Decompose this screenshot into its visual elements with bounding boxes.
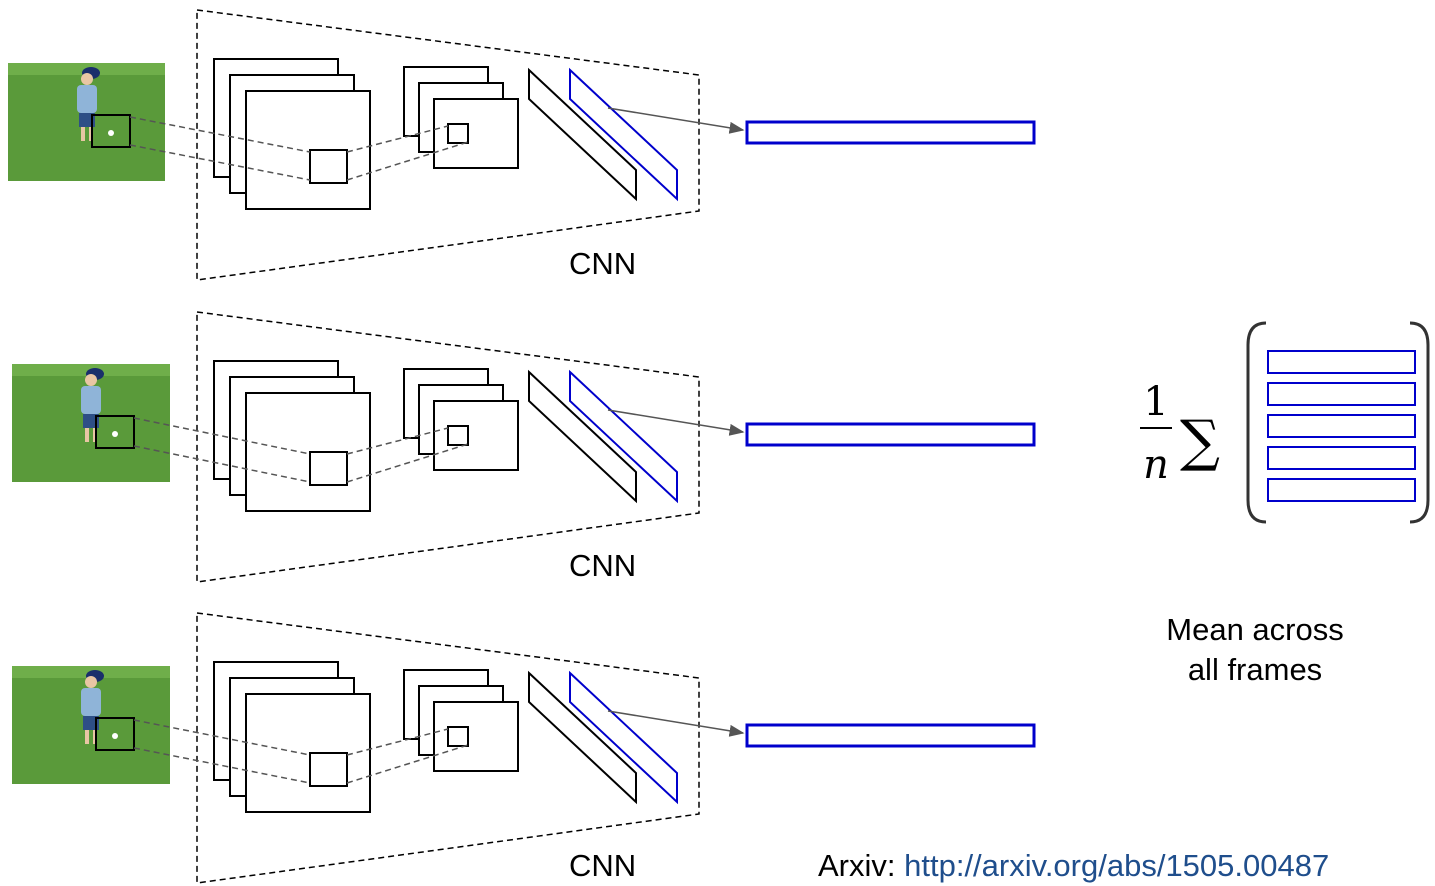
- output-feature-vector: [745, 120, 1036, 145]
- cnn-trapezoid: [196, 612, 700, 884]
- conv1-patch: [309, 149, 348, 184]
- conv2-patch: [447, 726, 469, 747]
- fc-layer-feature: [569, 67, 678, 202]
- golf-ball: [108, 130, 114, 136]
- mean-caption-line-1: Mean across: [1166, 612, 1344, 647]
- feature-arrow: [607, 409, 745, 436]
- receptive-field-box: [95, 717, 135, 751]
- cnn-label-1: CNN: [569, 246, 637, 281]
- video-frame-thumbnail: [12, 364, 170, 482]
- conv2-feature-map: [433, 98, 519, 169]
- child-head: [81, 73, 93, 85]
- cnn-row-3: [12, 612, 1036, 884]
- arxiv-citation: Arxiv: http://arxiv.org/abs/1505.00487: [818, 848, 1329, 884]
- fc-layer-feature: [569, 369, 678, 504]
- fc-layer-feature: [569, 670, 678, 805]
- projection-line: [346, 125, 449, 153]
- cnn-label-3: CNN: [569, 848, 637, 883]
- conv2-feature-map: [433, 701, 519, 772]
- child-leg: [85, 428, 89, 442]
- stacked-vector: [1267, 446, 1416, 470]
- conv1-feature-map: [245, 90, 371, 210]
- conv1-feature-map: [245, 693, 371, 813]
- projection-line: [129, 144, 311, 181]
- right-paren-icon: [1409, 321, 1430, 524]
- child-head: [85, 374, 97, 386]
- child-leg: [81, 127, 85, 141]
- conv1-feature-map: [245, 392, 371, 512]
- conv1-patch: [309, 451, 348, 486]
- fc-layer: [528, 369, 637, 504]
- video-frame-thumbnail: [12, 666, 170, 784]
- conv2-feature-map: [433, 400, 519, 471]
- golf-ball: [112, 733, 118, 739]
- child-shirt: [81, 688, 101, 716]
- cnn-label-2: CNN: [569, 548, 637, 583]
- stacked-vector: [1267, 382, 1416, 406]
- output-feature-vector: [745, 723, 1036, 748]
- projection-line: [129, 116, 311, 153]
- mean-formula: 1 n ∑: [1140, 321, 1430, 524]
- fraction-numerator: 1: [1143, 379, 1168, 425]
- cnn-row-1: [8, 9, 1036, 281]
- child-head: [85, 676, 97, 688]
- output-feature-vector: [745, 422, 1036, 447]
- projection-line: [346, 728, 449, 756]
- receptive-field-box: [91, 114, 131, 148]
- conv2-patch: [447, 123, 469, 144]
- stacked-vector: [1267, 478, 1416, 502]
- fraction-denominator: n: [1143, 442, 1169, 488]
- feature-arrow: [607, 710, 745, 737]
- stacked-feature-vectors: [1267, 350, 1416, 502]
- projection-line: [346, 141, 469, 181]
- fc-layer: [528, 67, 637, 202]
- fc-layer: [528, 670, 637, 805]
- stacked-vector: [1267, 414, 1416, 438]
- sum-symbol: ∑: [1180, 409, 1220, 474]
- projection-line: [346, 744, 469, 784]
- left-paren-icon: [1246, 321, 1267, 524]
- cnn-trapezoid: [196, 9, 700, 281]
- arxiv-link[interactable]: http://arxiv.org/abs/1505.00487: [904, 848, 1330, 883]
- receptive-field-box: [95, 415, 135, 449]
- child-shirt: [81, 386, 101, 414]
- projection-line: [346, 427, 449, 455]
- conv2-patch: [447, 425, 469, 446]
- video-frame-thumbnail: [8, 63, 165, 181]
- golf-ball: [112, 431, 118, 437]
- cnn-trapezoid: [196, 311, 700, 583]
- stacked-vector: [1267, 350, 1416, 374]
- projection-line: [346, 443, 469, 483]
- child-shirt: [77, 85, 97, 113]
- child-leg: [85, 730, 89, 744]
- feature-arrow: [607, 107, 745, 134]
- cnn-row-2: [12, 311, 1036, 583]
- mean-caption: Mean across all frames: [1130, 610, 1380, 690]
- arxiv-prefix: Arxiv:: [818, 848, 905, 883]
- conv1-patch: [309, 752, 348, 787]
- fraction-one-over-n: 1 n: [1140, 379, 1172, 488]
- mean-caption-line-2: all frames: [1187, 652, 1323, 687]
